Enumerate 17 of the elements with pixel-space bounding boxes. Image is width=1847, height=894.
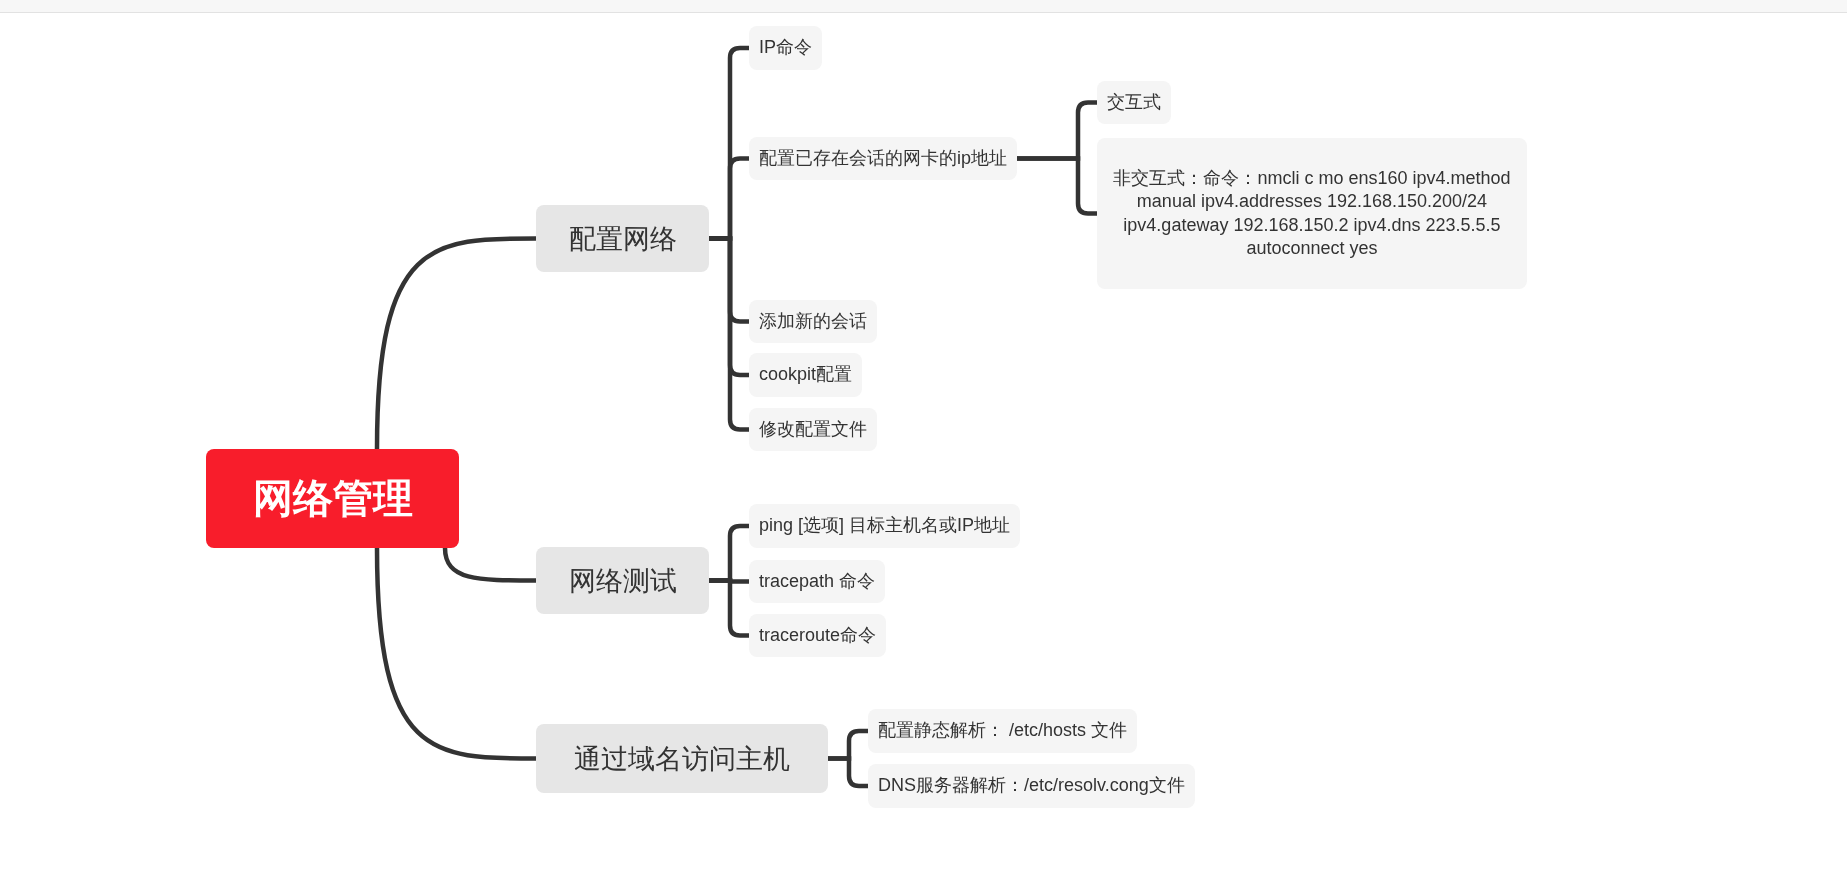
subtopic: 添加新的会话 <box>749 300 877 343</box>
connector-line <box>706 236 752 432</box>
subtopic: 配置静态解析： /etc/hosts 文件 <box>868 709 1138 753</box>
main-topic: 通过域名访问主机 <box>536 724 828 793</box>
subtopic: 配置已存在会话的网卡的ip地址 <box>749 137 1017 180</box>
subtopic: traceroute命令 <box>749 614 887 657</box>
subtopic: 修改配置文件 <box>749 408 877 451</box>
subtopic: IP命令 <box>749 26 822 70</box>
subtopic: DNS服务器解析：/etc/resolv.cong文件 <box>868 764 1195 808</box>
root-topic: 网络管理 <box>206 449 459 548</box>
main-topic: 配置网络 <box>536 205 709 272</box>
main-topic: 网络测试 <box>536 547 709 614</box>
subtopic: 交互式 <box>1097 81 1171 124</box>
subtopic: ping [选项] 目标主机名或IP地址 <box>749 504 1021 548</box>
subtopic: tracepath 命令 <box>749 560 886 603</box>
subtopic: 非交互式：命令：nmcli c mo ens160 ipv4.method manual ipv4.addresses 192.168.150.200/24 ipv4.gateway 192.168.150.2 ipv4.dns 223.5.5.5 autoconnect yes <box>1097 138 1527 289</box>
subtopic: cookpit配置 <box>749 353 863 397</box>
